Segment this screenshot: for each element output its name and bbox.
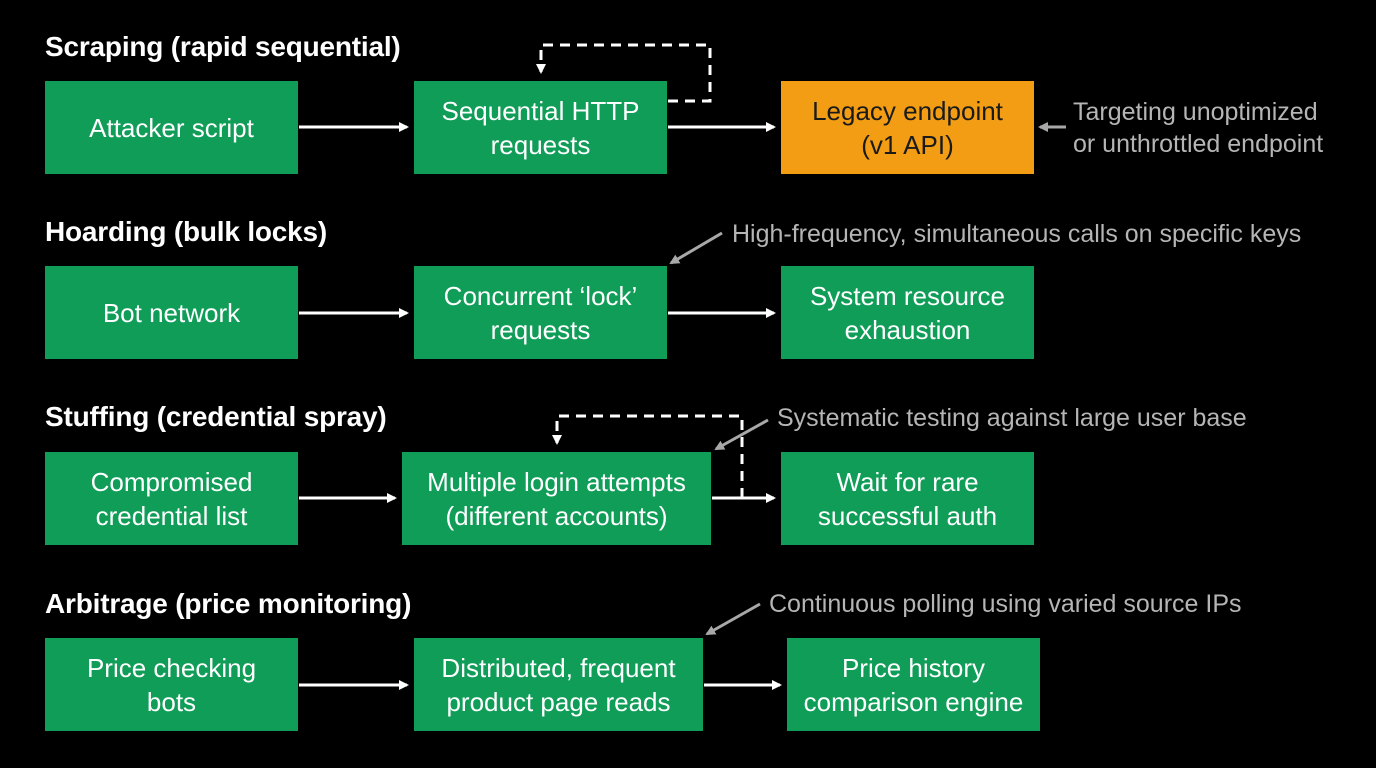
annotation-line: High-frequency, simultaneous calls on sp… — [732, 220, 1302, 248]
box-label: Wait for rare — [836, 466, 979, 497]
annotation-line: Continuous polling using varied source I… — [769, 590, 1242, 618]
box-label: Sequential HTTP — [441, 95, 640, 126]
section-title-scraping: Scraping (rapid sequential) — [45, 31, 401, 62]
box-label: (v1 API) — [861, 129, 954, 160]
annotation-arrow-arbitrage — [705, 602, 761, 636]
annotation-stuffing: Systematic testing against large user ba… — [777, 402, 1247, 434]
annotation-hoarding: High-frequency, simultaneous calls on sp… — [732, 218, 1301, 250]
box-label: Concurrent ‘lock’ — [443, 280, 638, 311]
box-label: Compromised — [90, 466, 253, 497]
section-title-arbitrage: Arbitrage (price monitoring) — [45, 588, 412, 619]
box-label: Legacy endpoint — [812, 95, 1003, 126]
box-system-resource-exhaustion: System resource exhaustion — [781, 266, 1034, 359]
annotation-line: or unthrottled endpoint — [1073, 130, 1324, 158]
annotation-arbitrage: Continuous polling using varied source I… — [769, 588, 1242, 620]
box-label: Bot network — [102, 297, 241, 328]
box-concurrent-lock-requests: Concurrent ‘lock’ requests — [414, 266, 667, 359]
box-bot-network: Bot network — [45, 266, 298, 359]
box-compromised-credential-list: Compromised credential list — [45, 452, 298, 545]
box-legacy-endpoint: Legacy endpoint (v1 API) — [781, 81, 1034, 174]
box-sequential-http-requests: Sequential HTTP requests — [414, 81, 667, 174]
annotation-arrow-stuffing — [714, 418, 769, 451]
annotation-arrow-hoarding — [669, 231, 723, 265]
box-price-history-comparison-engine: Price history comparison engine — [787, 638, 1040, 731]
box-wait-for-rare-successful-auth: Wait for rare successful auth — [781, 452, 1034, 545]
box-price-checking-bots: Price checking bots — [45, 638, 298, 731]
box-label: Attacker script — [89, 112, 254, 143]
section-title-hoarding: Hoarding (bulk locks) — [45, 216, 328, 247]
box-label: credential list — [95, 500, 248, 531]
box-label: Multiple login attempts — [427, 466, 686, 497]
box-multiple-login-attempts: Multiple login attempts (different accou… — [402, 452, 711, 545]
box-label: System resource — [809, 280, 1006, 311]
box-label: product page reads — [446, 686, 671, 717]
box-label: Distributed, frequent — [441, 652, 676, 683]
section-title-stuffing: Stuffing (credential spray) — [45, 401, 387, 432]
box-label: requests — [490, 314, 591, 345]
annotation-line: Systematic testing against large user ba… — [777, 404, 1247, 432]
box-distributed-frequent-reads: Distributed, frequent product page reads — [414, 638, 703, 731]
box-label: Price checking — [86, 652, 257, 683]
box-label: bots — [146, 686, 197, 717]
box-label: (different accounts) — [445, 500, 668, 531]
box-label: successful auth — [817, 500, 998, 531]
annotation-line: Targeting unoptimized — [1073, 98, 1318, 126]
box-label: requests — [490, 129, 591, 160]
box-attacker-script: Attacker script — [45, 81, 298, 174]
box-label: exhaustion — [844, 314, 971, 345]
box-label: Price history — [841, 652, 986, 683]
annotation-scraping: Targeting unoptimized or unthrottled end… — [1073, 96, 1323, 160]
box-label: comparison engine — [803, 686, 1024, 717]
